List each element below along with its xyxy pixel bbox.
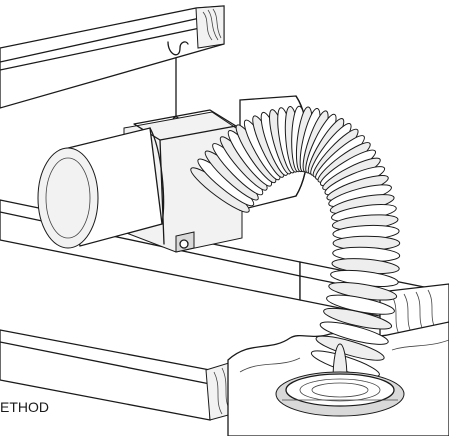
duct-rib xyxy=(315,335,385,361)
bottom-left-joist xyxy=(0,329,233,421)
caption-text: ETHOD xyxy=(0,399,49,415)
duct-rib xyxy=(323,307,393,330)
ceiling-diffuser xyxy=(275,371,405,417)
ceiling-joist xyxy=(0,5,225,109)
flexible-duct xyxy=(190,105,401,417)
duct-rib xyxy=(319,321,389,345)
intake-cylinder xyxy=(37,127,165,249)
